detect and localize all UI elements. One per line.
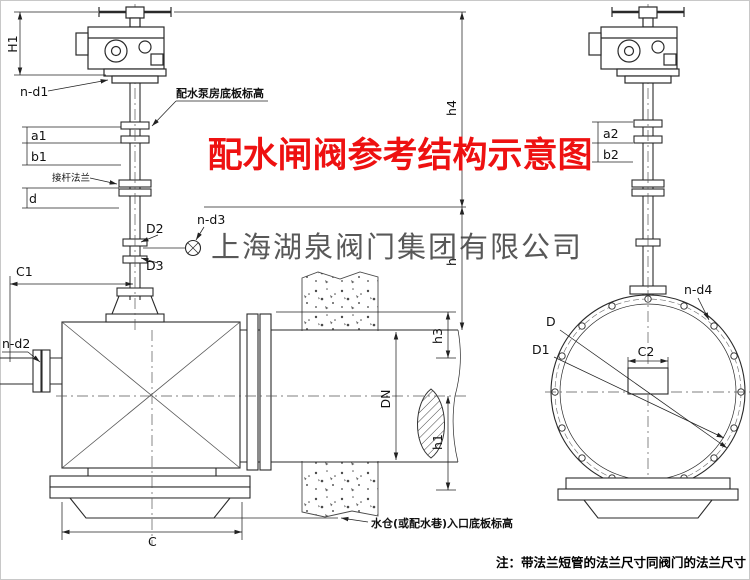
pipe-flange-plate <box>259 313 272 471</box>
pump-house-floor-label: 配水泵房底板标高 <box>176 86 264 100</box>
dim-C: C <box>148 534 157 549</box>
dim-C2: C2 <box>638 344 655 359</box>
height-dimensions: h4 h h3 h1 <box>174 11 466 491</box>
dim-n-d1: n-d1 <box>20 84 48 99</box>
dim-a2: a2 <box>603 126 619 141</box>
right-dimensions: a2 b2 n-d4 D D1 C2 <box>532 121 728 449</box>
dim-C1: C1 <box>16 264 33 279</box>
left-view-side-elevation: H1 n-d1 a1 b1 d C1 n-d2 D2 n-d3 <box>0 4 513 549</box>
bolt-hole-symbol <box>143 239 202 257</box>
inlet-flange-plate <box>41 349 51 393</box>
dim-n-d3: n-d3 <box>197 212 225 227</box>
footnote: 注：带法兰短管的法兰尺寸同阀门的法兰尺寸 <box>496 555 747 570</box>
right-base <box>557 477 739 519</box>
dim-n-d2: n-d2 <box>2 336 30 351</box>
bottom-flange <box>49 468 338 519</box>
stem-flange-label: 接杆法兰 <box>52 172 90 184</box>
inlet-stub <box>0 349 62 393</box>
dim-h: h <box>444 258 459 266</box>
dim-h1: h1 <box>430 434 445 450</box>
dim-D3: D3 <box>146 258 164 273</box>
valve-stem <box>116 4 154 330</box>
inlet-floor-label: 水仓(或配水巷)入口底板标高 <box>371 516 513 530</box>
dim-D: D <box>546 314 556 329</box>
dim-D1: D1 <box>532 342 550 357</box>
dim-h4: h4 <box>444 100 459 116</box>
dim-DN: DN <box>378 390 393 409</box>
dim-d: d <box>29 191 37 206</box>
dim-n-d4: n-d4 <box>684 282 712 297</box>
drawing-title: 配水闸阀参考结构示意图 <box>207 136 592 176</box>
outlet-pipe <box>240 313 461 471</box>
dim-a1: a1 <box>31 128 47 143</box>
left-dimensions: H1 n-d1 a1 b1 d C1 n-d2 D2 n-d3 <box>2 11 399 549</box>
left-annotations: 配水泵房底板标高 接杆法兰 水仓(或配水巷)入口底板标高 <box>52 86 513 530</box>
dim-h3: h3 <box>430 328 445 344</box>
stem-boss <box>627 367 669 395</box>
inlet-flange-plate <box>32 349 42 393</box>
right-view-front-elevation: a2 b2 n-d4 D D1 C2 <box>532 4 750 519</box>
dim-b2: b2 <box>603 147 619 162</box>
valve-body <box>61 295 241 469</box>
dim-H1: H1 <box>5 35 20 52</box>
dim-b1: b1 <box>31 149 47 164</box>
pipe-section-hatch <box>417 388 445 459</box>
company-watermark: 上海湖泉阀门集团有限公司 <box>211 230 583 264</box>
pipe-flange-plate <box>246 313 259 471</box>
dim-D2: D2 <box>146 221 164 236</box>
